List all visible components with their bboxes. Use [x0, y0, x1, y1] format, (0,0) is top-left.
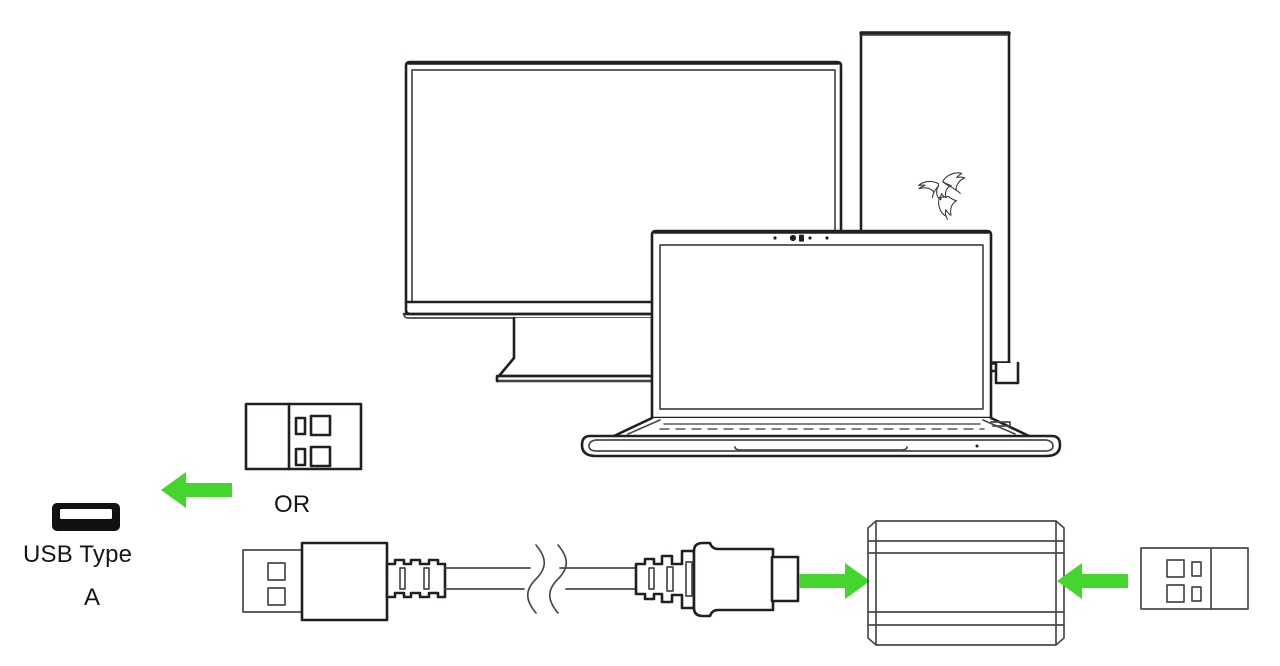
- laptop-sensor-bar: [799, 234, 804, 242]
- usb-type-label-line1: USB Type: [23, 541, 133, 568]
- cable-break-icon: [526, 544, 568, 614]
- arrow-right-icon: [799, 563, 870, 599]
- arrow-left-icon-bottom: [1057, 563, 1128, 599]
- usb-dock-device: [867, 520, 1065, 646]
- cable-strain-relief-right: [634, 549, 696, 610]
- laptop-sensor-dot: [825, 236, 829, 240]
- laptop-sensor-dot: [773, 236, 777, 240]
- usb-wireless-dongle-left: [244, 402, 363, 471]
- laptop-indicator-dot: [975, 444, 979, 448]
- or-label: OR: [274, 491, 311, 518]
- usb-type-label-line2: A: [84, 584, 101, 611]
- cable-strain-relief-left: [385, 558, 447, 599]
- usb-a-to-usb-c-cable: [242, 541, 800, 622]
- laptop-sensor-dot: [808, 236, 812, 240]
- usb-wireless-dongle-right: [1140, 547, 1249, 610]
- laptop: [580, 229, 1062, 458]
- usb-type-a-port-icon: [52, 503, 120, 531]
- arrow-left-icon-top: [161, 472, 232, 508]
- laptop-webcam-dot: [789, 234, 797, 242]
- razer-logo-icon: [918, 172, 966, 220]
- tower-foot: [994, 361, 1020, 385]
